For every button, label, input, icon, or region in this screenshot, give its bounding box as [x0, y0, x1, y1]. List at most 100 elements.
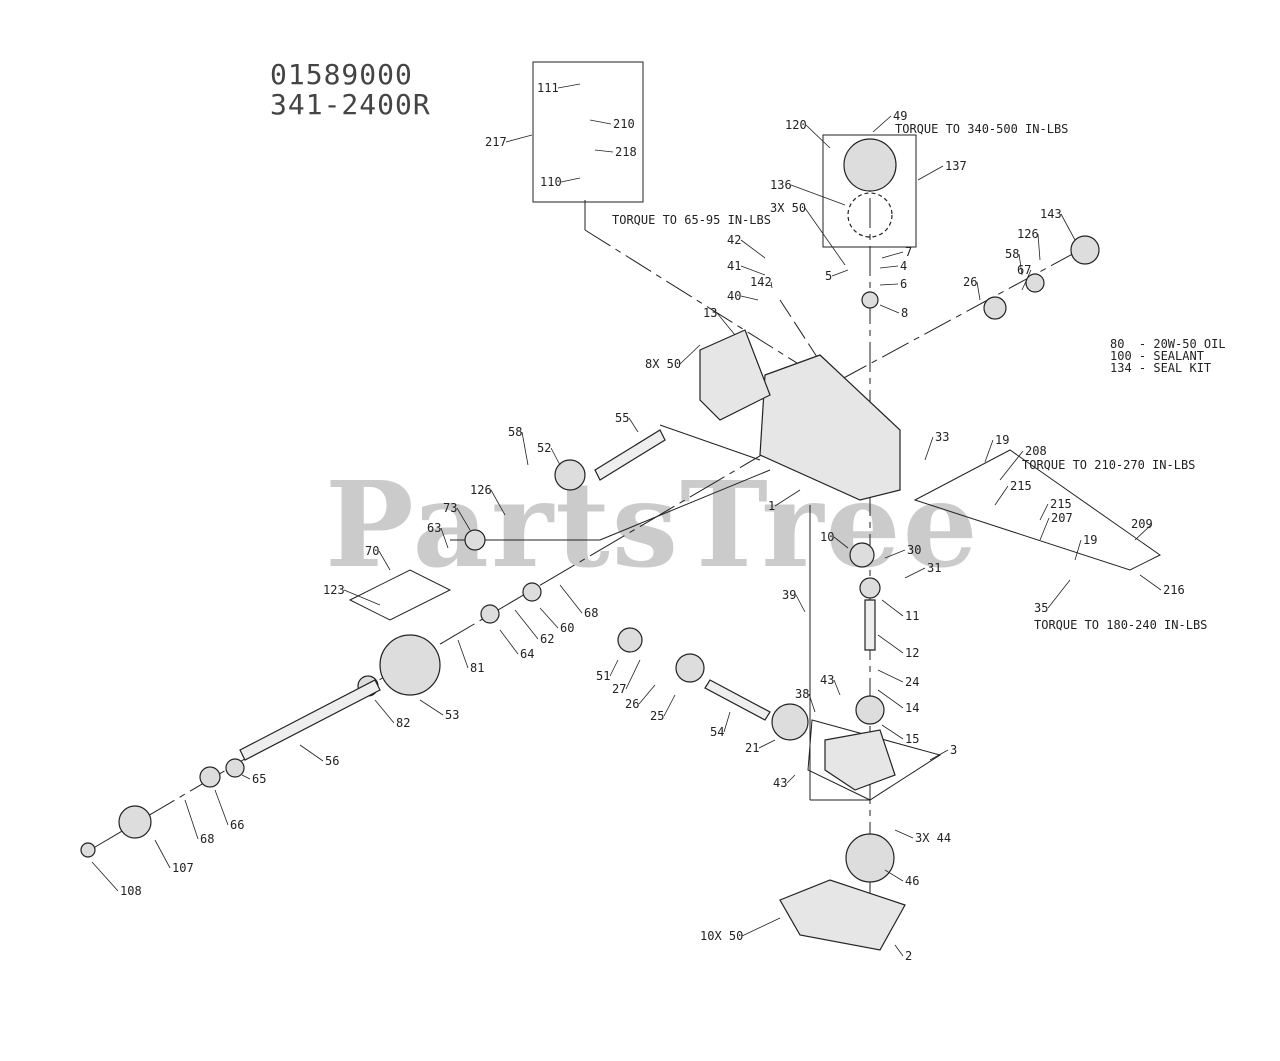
leader-line: [457, 639, 469, 669]
leader-line: [770, 281, 773, 289]
main-housing-1: [759, 354, 901, 501]
leader-line: [343, 589, 381, 606]
part-label: 58: [1005, 247, 1019, 261]
leader-line: [1018, 253, 1023, 276]
leader-line: [790, 184, 846, 206]
part-label: 26: [963, 275, 977, 289]
input-shaft-55: [594, 429, 666, 481]
part-label: 7: [905, 245, 912, 259]
part-label: 142: [750, 275, 772, 289]
center-section-3: [824, 729, 896, 791]
part-label: 209: [1131, 517, 1153, 531]
part-label: 60: [560, 621, 574, 635]
leader-line: [557, 83, 581, 89]
leader-line: [740, 265, 766, 276]
leader-line: [741, 917, 781, 937]
nut-108: [80, 842, 96, 858]
leader-line: [594, 149, 614, 153]
flywheel-120: [843, 138, 897, 192]
leader-line: [214, 789, 229, 826]
charge-pump-10: [849, 542, 875, 568]
part-label: 41: [727, 259, 741, 273]
part-label: 58: [508, 425, 522, 439]
torque-note-flywheel: TORQUE TO 340-500 IN-LBS: [895, 122, 1069, 136]
part-label: 43: [820, 673, 834, 687]
torque-note-valve: TORQUE TO 210-270 IN-LBS: [1022, 458, 1196, 472]
right-axis: [839, 249, 1081, 381]
part-label: 81: [470, 661, 484, 675]
leader-line: [628, 417, 639, 433]
leader-line: [1134, 523, 1153, 541]
bearing-11: [859, 577, 881, 599]
bearing-64: [480, 604, 500, 624]
kit-box-217: [532, 61, 644, 203]
part-label: 137: [945, 159, 967, 173]
leader-line: [456, 507, 471, 531]
bearing-60: [522, 582, 542, 602]
part-label: 215: [1050, 497, 1072, 511]
leader-line: [929, 749, 949, 761]
bearing-25: [675, 653, 705, 683]
leader-line: [872, 115, 892, 133]
gear-73: [464, 529, 486, 551]
gasket-13: [699, 329, 771, 421]
leader-line: [299, 744, 324, 762]
cylinder-block-21: [771, 703, 809, 741]
leader-line: [1047, 579, 1071, 609]
part-number: 341-2400R: [270, 88, 431, 121]
part-label: 24: [905, 675, 919, 689]
part-label: 39: [782, 588, 796, 602]
leader-line: [679, 344, 701, 365]
leader-line: [904, 567, 926, 579]
bearing-65: [225, 758, 245, 778]
leader-line: [808, 693, 816, 713]
leader-line: [663, 694, 676, 717]
leader-line: [419, 699, 444, 716]
part-label: 1: [768, 499, 775, 513]
legend-seal-kit: 134 - SEAL KIT: [1110, 361, 1212, 375]
leader-line: [758, 739, 776, 749]
leader-line: [154, 839, 171, 869]
part-label: 8X 50: [645, 357, 681, 371]
part-label: 111: [537, 81, 559, 95]
leader-line: [879, 265, 899, 269]
leader-line: [490, 489, 506, 516]
leader-line: [877, 689, 904, 709]
leader-line: [976, 281, 981, 301]
part-label: 8: [901, 306, 908, 320]
part-label: 82: [396, 716, 410, 730]
part-label: 62: [540, 632, 554, 646]
part-label: 56: [325, 754, 339, 768]
fan-136: [847, 192, 893, 238]
leader-line: [984, 439, 994, 463]
leader-line: [740, 295, 759, 301]
part-label: 68: [584, 606, 598, 620]
part-label: 218: [615, 145, 637, 159]
legend-sealant: 100 - SEALANT: [1110, 349, 1204, 363]
leader-line: [539, 607, 559, 629]
part-label: 68: [200, 832, 214, 846]
part-label: 65: [252, 772, 266, 786]
part-label: 215: [1010, 479, 1032, 493]
shift-box-70: [348, 569, 452, 621]
part-label: 5: [825, 269, 832, 283]
part-label: 73: [443, 501, 457, 515]
part-label: 30: [907, 543, 921, 557]
shaft-54: [704, 679, 771, 721]
leader-line: [521, 431, 529, 466]
bearing-58: [1025, 273, 1045, 293]
leader-line: [716, 312, 736, 336]
part-label: 38: [795, 687, 809, 701]
part-label: 3: [950, 743, 957, 757]
materials-legend: 80 - 20W-50 OIL 100 - SEALANT 134 - SEAL…: [1110, 338, 1226, 374]
input-axis: [659, 424, 761, 461]
part-label: 11: [905, 609, 919, 623]
bearing-66: [199, 766, 221, 788]
part-label: 216: [1163, 583, 1185, 597]
ring-gear-46: [845, 833, 895, 883]
part-label: 4: [900, 259, 907, 273]
part-label: 40: [727, 289, 741, 303]
leader-line: [638, 684, 656, 705]
torque-note-kit: TORQUE TO 65-95 IN-LBS: [612, 213, 771, 227]
